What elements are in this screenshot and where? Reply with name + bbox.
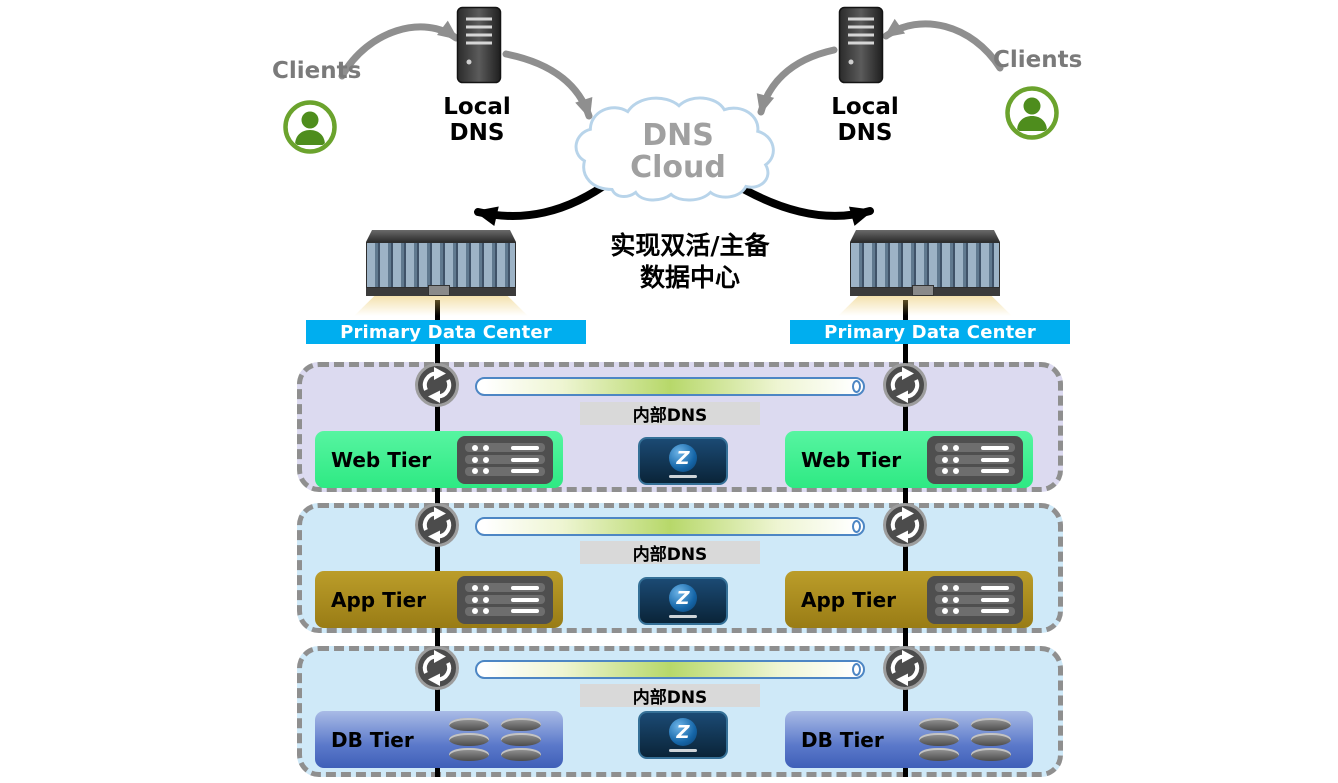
- clients-label-left: Clients: [272, 58, 362, 84]
- arrow-cloud-to-dc-left: [474, 176, 616, 226]
- app-tier-box-left: App Tier: [315, 571, 563, 628]
- sync-icon: [414, 502, 460, 548]
- replication-bar: [475, 517, 865, 536]
- tier-box-label: DB Tier: [801, 727, 884, 752]
- building-roof: [850, 230, 1000, 242]
- arrow-cloud-to-dc-right: [724, 176, 874, 226]
- primary-datacenter-banner-left: Primary Data Center: [306, 320, 586, 344]
- z-logo: Z: [669, 584, 697, 612]
- cloud-label-line1: DNS: [642, 117, 714, 153]
- internal-dns-label: 内部DNS: [580, 402, 760, 426]
- building-panels: [366, 242, 516, 288]
- z-logo: Z: [669, 718, 697, 746]
- internal-dns-label: 内部DNS: [580, 541, 760, 565]
- building-panels: [850, 242, 1000, 288]
- cloud-label-line2: Cloud: [630, 150, 726, 185]
- building-roof: [366, 230, 516, 242]
- database-cylinders-icon: [919, 718, 1011, 761]
- datacenter-building-left: [354, 226, 528, 318]
- arrow-dns-to-cloud-left: [502, 50, 593, 120]
- z-appliance-icon: Z: [638, 577, 728, 625]
- local-dns-label-right: Local DNS: [831, 94, 899, 146]
- sync-icon: [882, 502, 928, 548]
- person-icon-left: [282, 99, 338, 155]
- db-tier-box-left: DB Tier: [315, 711, 563, 768]
- sync-icon: [414, 645, 460, 691]
- server-stack-icon: [927, 435, 1023, 484]
- dns-cloud: DNS Cloud: [563, 88, 793, 216]
- sync-icon: [414, 362, 460, 408]
- server-stack-icon: [457, 435, 553, 484]
- caption-line2: 数据中心: [639, 263, 740, 292]
- replication-bar: [475, 377, 865, 396]
- sync-icon: [882, 645, 928, 691]
- primary-datacenter-banner-right: Primary Data Center: [790, 320, 1070, 344]
- local-dns-server-icon-right: [838, 6, 884, 84]
- tier-box-label: App Tier: [331, 587, 426, 612]
- z-brand-mark: [669, 615, 697, 618]
- tier-box-label: Web Tier: [331, 447, 432, 472]
- z-brand-mark: [669, 749, 697, 752]
- tier-box-label: DB Tier: [331, 727, 414, 752]
- replication-bar: [475, 660, 865, 679]
- z-appliance-icon: Z: [638, 711, 728, 759]
- caption-line1: 实现双活/主备: [610, 231, 770, 260]
- local-dns-server-icon-left: [456, 6, 502, 84]
- arrow-dns-to-cloud-right: [756, 46, 838, 116]
- z-logo: Z: [669, 444, 697, 472]
- arrow-clients-to-dns-right: [882, 18, 1004, 72]
- tier-box-label: App Tier: [801, 587, 896, 612]
- arrow-clients-to-dns-left: [338, 20, 460, 80]
- local-dns-label-left: Local DNS: [443, 94, 511, 146]
- server-stack-icon: [927, 575, 1023, 624]
- tier-box-label: Web Tier: [801, 447, 902, 472]
- server-stack-icon: [457, 575, 553, 624]
- datacenter-building-right: [838, 226, 1012, 318]
- web-tier-box-right: Web Tier: [785, 431, 1033, 488]
- database-cylinders-icon: [449, 718, 541, 761]
- internal-dns-label: 内部DNS: [580, 684, 760, 708]
- db-tier-box-right: DB Tier: [785, 711, 1033, 768]
- z-appliance-icon: Z: [638, 437, 728, 485]
- app-tier-box-right: App Tier: [785, 571, 1033, 628]
- clients-label-right: Clients: [993, 47, 1083, 73]
- sync-icon: [882, 362, 928, 408]
- person-icon-right: [1004, 85, 1060, 141]
- web-tier-box-left: Web Tier: [315, 431, 563, 488]
- z-brand-mark: [669, 475, 697, 478]
